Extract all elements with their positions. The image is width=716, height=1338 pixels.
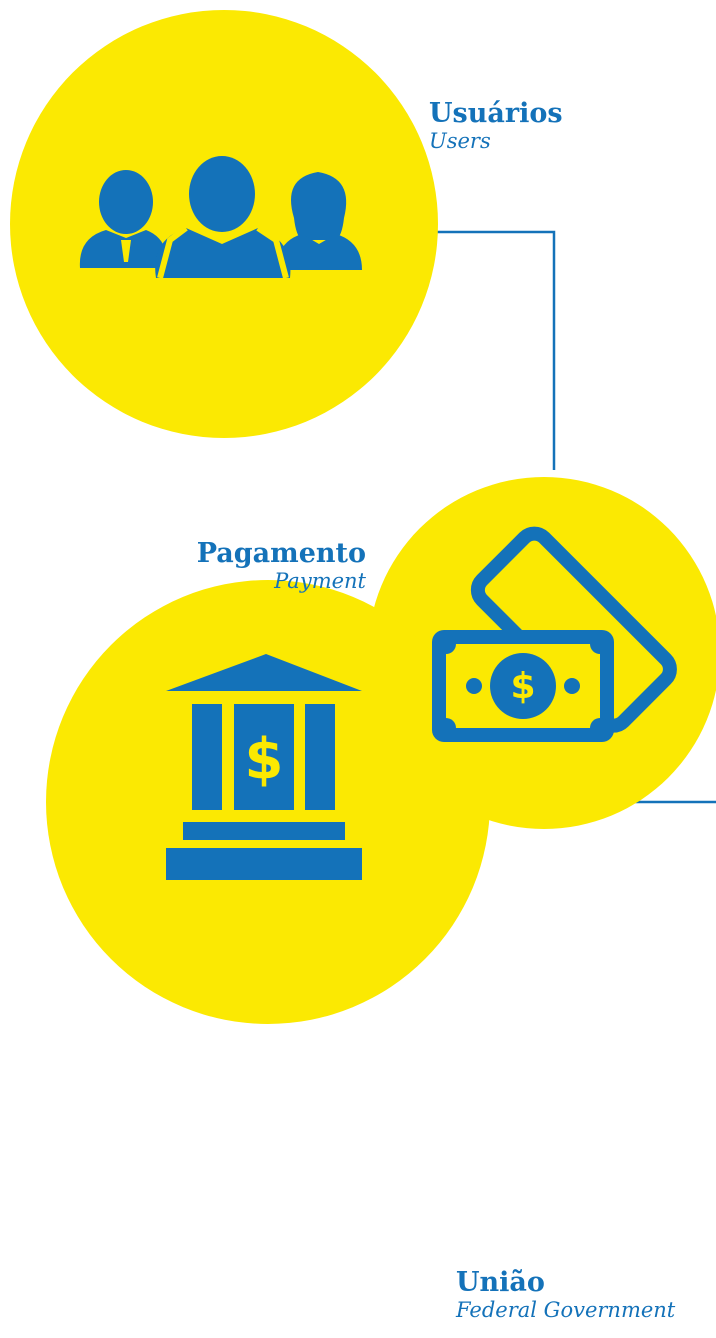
union-label: União Federal Government [456,1267,675,1322]
users-group-icon [79,156,362,279]
union-title: União [456,1267,545,1298]
users-title: Usuários [429,98,563,129]
bank-building-icon: $ [166,654,362,880]
svg-text:$: $ [245,727,284,792]
payment-title: Pagamento [196,538,366,569]
payment-subtitle: Payment [274,569,366,594]
svg-text:$: $ [510,666,535,707]
users-subtitle: Users [429,129,491,154]
users-label: Usuários Users [429,98,563,153]
connector-users-payment [437,230,556,470]
payment-label: Pagamento Payment [197,538,366,593]
union-subtitle: Federal Government [456,1298,676,1323]
money-bills-icon: $ [432,526,677,742]
